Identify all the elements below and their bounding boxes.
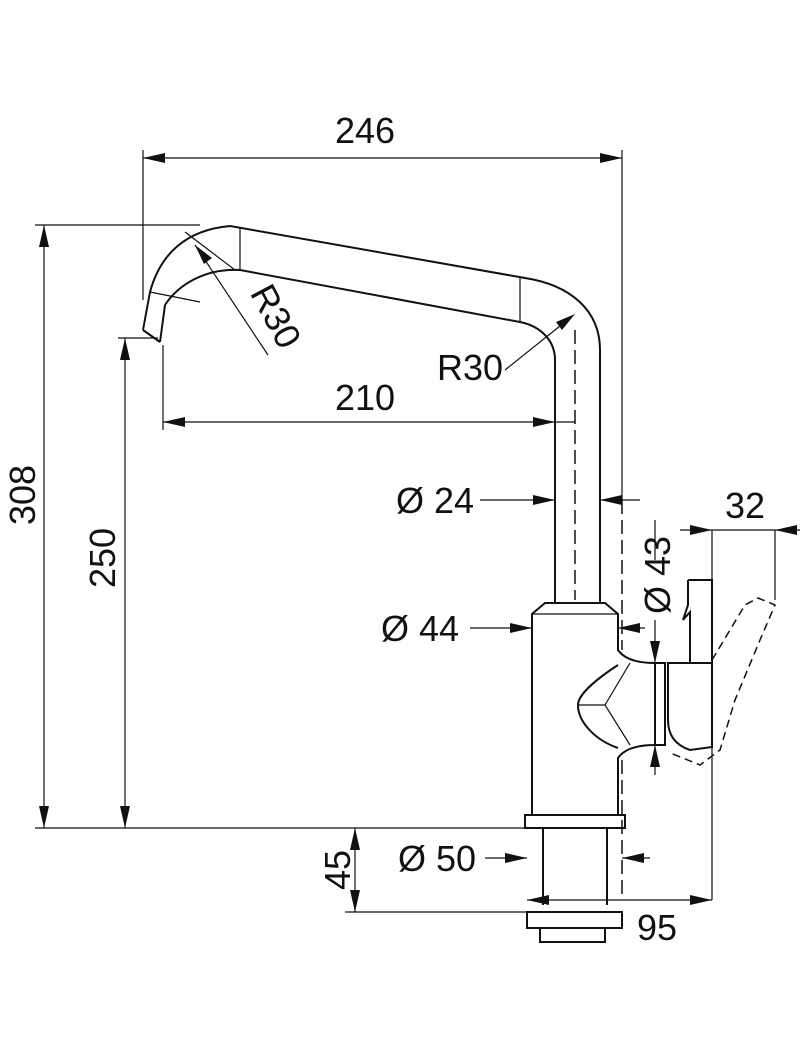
extension-lines bbox=[35, 150, 776, 913]
dimension-lines bbox=[39, 153, 800, 912]
dim-overall-reach: 246 bbox=[335, 110, 395, 151]
dim-spout-radius-2: R30 bbox=[437, 347, 503, 388]
dim-shank-length: 45 bbox=[317, 850, 358, 890]
dim-spout-reach: 210 bbox=[335, 377, 395, 418]
dim-base-depth: 95 bbox=[637, 907, 677, 948]
dim-handle-diameter: Ø 43 bbox=[637, 536, 678, 614]
dim-base-diameter: Ø 50 bbox=[398, 838, 476, 879]
dim-body-diameter: Ø 44 bbox=[381, 608, 459, 649]
dim-overall-height: 308 bbox=[2, 465, 43, 525]
faucet-outline bbox=[142, 224, 776, 943]
dim-spout-diameter: Ø 24 bbox=[396, 480, 474, 521]
dim-handle-offset: 32 bbox=[725, 485, 765, 526]
dim-spout-radius-1: R30 bbox=[242, 277, 309, 355]
dim-spout-height: 250 bbox=[82, 528, 123, 588]
